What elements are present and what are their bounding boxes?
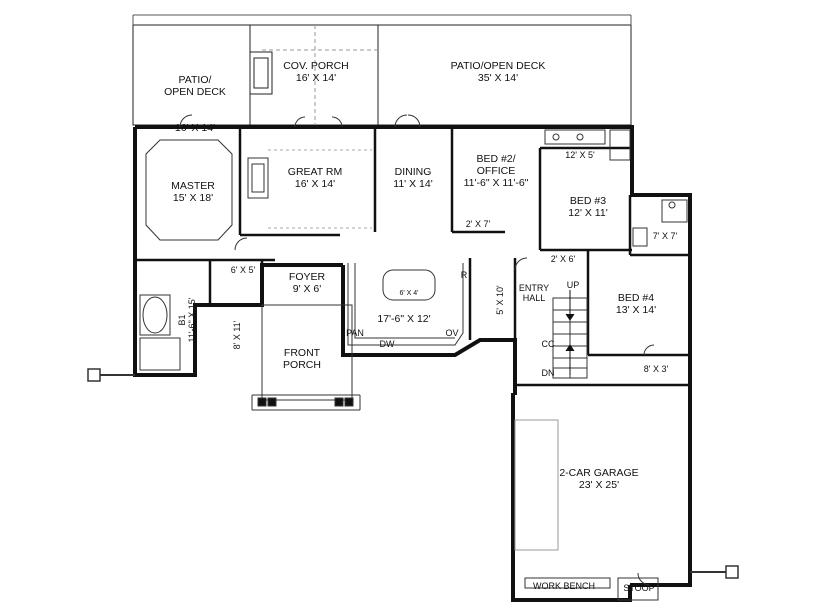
room-name: PATIO/OPEN DECK: [450, 60, 546, 72]
room-name: ENTRY HALL: [518, 283, 550, 303]
work-bench-label: WORK BENCH: [532, 581, 596, 591]
room-patio-left: PATIO/ OPEN DECK 16' X 14': [164, 50, 226, 146]
room-front-porch: FRONT PORCH: [283, 347, 321, 371]
room-size: 16' X 14': [174, 122, 216, 134]
room-cov-porch: COV. PORCH 16' X 14': [283, 60, 349, 84]
room-bed3: BED #3 12' X 11': [568, 195, 607, 219]
room-size: 11'-6" X 11'-6": [463, 177, 529, 189]
room-size: 12' X 11': [568, 207, 608, 219]
room-closet-8x3: 8' X 3': [644, 364, 668, 374]
room-name: 2-CAR GARAGE: [559, 467, 639, 479]
room-great-rm: GREAT RM 16' X 14': [288, 166, 342, 190]
room-master-bath: B1 11'-6" X 15': [177, 298, 197, 343]
master-tub: [142, 296, 168, 334]
kitchen-island-label: 6' X 4': [399, 290, 418, 298]
kitchen-island: [382, 269, 436, 301]
room-name: BED #3: [569, 195, 607, 207]
coat-closet-label: CC: [541, 339, 555, 349]
room-entry-hall: ENTRY HALL: [519, 283, 549, 303]
room-name: MASTER: [171, 180, 215, 192]
room-size: 5' X 10': [495, 285, 505, 315]
room-size: 2' X 6': [550, 254, 576, 264]
room-size: 8' X 3': [643, 364, 669, 374]
room-name: BED #4: [617, 292, 655, 304]
room-name: COV. PORCH: [283, 60, 349, 72]
room-size: 12' X 5': [565, 150, 595, 160]
room-name: FOYER: [288, 271, 326, 283]
room-size: 8' X 11': [232, 320, 242, 350]
room-closet-6x5: 6' X 5': [231, 265, 255, 275]
stairs-up-label: UP: [566, 280, 580, 290]
room-name: BED #2/ OFFICE: [476, 153, 516, 177]
room-size: 7' X 7': [652, 231, 678, 241]
room-size: 16' X 14': [294, 178, 336, 190]
front-porch-outline: [261, 304, 353, 401]
room-patio-right: PATIO/OPEN DECK 35' X 14': [451, 60, 546, 84]
stoop-label: STOOP: [623, 583, 655, 593]
room-bed2: BED #2/ OFFICE 11'-6" X 11'-6": [464, 153, 529, 189]
porch-fireplace: [249, 51, 273, 95]
room-size: 6' X 4': [399, 290, 419, 297]
dishwasher-label: DW: [379, 339, 395, 349]
room-size: 11'-6" X 15': [187, 297, 197, 343]
room-name: FRONT PORCH: [283, 347, 321, 371]
room-size: 17'-6" X 12': [377, 313, 431, 325]
room-bath2: 12' X 5': [565, 150, 594, 160]
refrigerator-label: R: [460, 270, 468, 280]
pantry-label: PAN: [346, 328, 364, 338]
room-size: 35' X 14': [477, 72, 519, 84]
room-name: GREAT RM: [287, 166, 343, 178]
room-bath4: 7' X 7': [653, 231, 677, 241]
room-size: 13' X 14': [615, 304, 657, 316]
master-ceiling: [145, 139, 233, 241]
oven-label: OV: [445, 328, 459, 338]
room-bed4: BED #4 13' X 14': [616, 292, 656, 316]
room-foyer: FOYER 9' X 6': [289, 271, 325, 295]
room-size: 2' X 7': [465, 219, 491, 229]
room-size: 11' X 14': [393, 178, 433, 190]
room-name: DINING: [394, 166, 432, 178]
room-size: 23' X 25': [578, 479, 620, 491]
room-closet2: 2' X 7': [466, 219, 490, 229]
room-dining: DINING 11' X 14': [393, 166, 432, 190]
room-master: MASTER 15' X 18': [171, 180, 215, 204]
room-name: PATIO/ OPEN DECK: [164, 74, 226, 98]
room-closet-8x11: 8' X 11': [232, 321, 242, 350]
room-size: 6' X 5': [230, 265, 256, 275]
room-size: 9' X 6': [292, 283, 322, 295]
stairs-down-label: DN: [541, 368, 555, 378]
room-closet3: 2' X 6': [551, 254, 575, 264]
room-kitchen: 17'-6" X 12': [377, 313, 430, 325]
room-size: 15' X 18': [172, 192, 214, 204]
room-name: B1: [177, 314, 187, 326]
room-size: 16' X 14': [295, 72, 337, 84]
room-garage: 2-CAR GARAGE 23' X 25': [559, 467, 638, 491]
room-laundry: 5' X 10': [495, 285, 505, 314]
